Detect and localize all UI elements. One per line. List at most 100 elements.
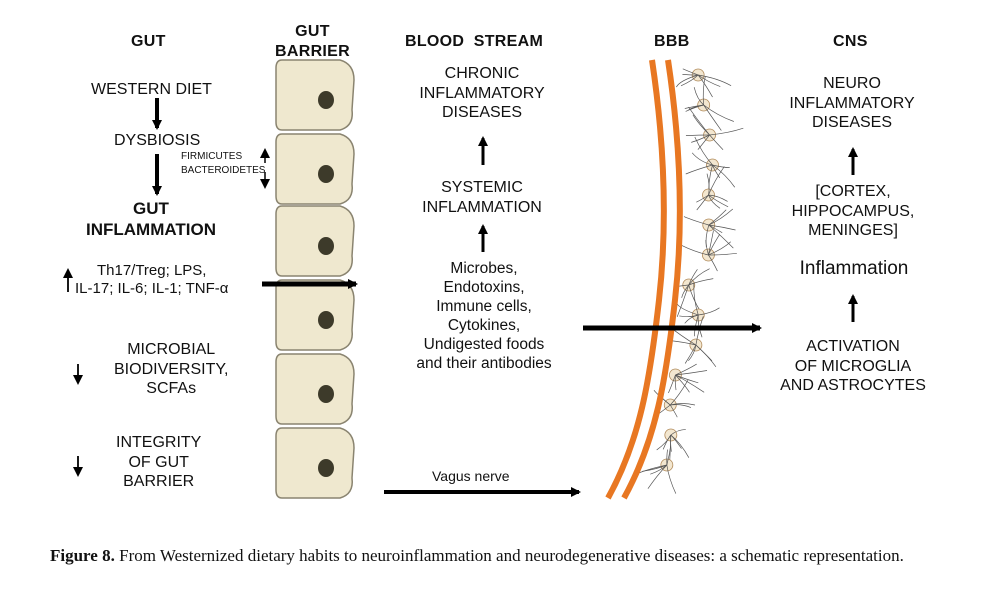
cell-nucleus: [318, 311, 334, 329]
bbb-membrane-right: [621, 59, 683, 500]
inflammation-label: Inflammation: [799, 258, 909, 279]
systemic-inflammation-label: SYSTEMIC INFLAMMATION: [422, 179, 542, 216]
neuron-branch: [684, 314, 699, 324]
neuron-branch: [676, 303, 699, 316]
neuron-branch: [708, 241, 732, 256]
neuron-branch: [708, 234, 721, 256]
neuron-branch: [688, 106, 710, 136]
neuron-branch: [695, 316, 704, 346]
neuron-branch: [670, 434, 682, 449]
neuron-branch: [685, 134, 710, 136]
neuron-branch: [708, 208, 734, 226]
neuron-branch: [708, 194, 721, 209]
neuron-branch: [681, 245, 709, 256]
inflammatory-markers-label: Th17/Treg; LPS, IL-17; IL-6; IL-1; TNF-α: [75, 262, 229, 298]
neuron-branch: [708, 254, 718, 272]
neuron-branch: [670, 379, 689, 406]
neuron-branch: [709, 127, 744, 136]
neuron-branch: [675, 374, 699, 384]
neuron-branch: [670, 404, 692, 408]
neuron-branch: [696, 194, 709, 203]
neuron-branch: [697, 134, 710, 150]
bacteroidetes-label: BACTEROIDETES: [181, 165, 266, 176]
neuron-branch: [708, 224, 736, 231]
neuron-branch: [696, 194, 709, 211]
cell-nucleus: [318, 385, 334, 403]
neuron-branch: [708, 166, 725, 196]
neuron-branch: [695, 344, 713, 362]
neuron-branch: [702, 76, 706, 106]
neuron-branch: [676, 74, 699, 88]
neuron-branch: [650, 464, 668, 475]
cell-nucleus: [318, 91, 334, 109]
cell-nucleus: [318, 237, 334, 255]
neuron-branch: [675, 363, 697, 376]
neuron-branch: [708, 194, 729, 208]
neuron-branch: [708, 224, 734, 249]
neuron-branch: [693, 87, 704, 106]
bbb-neural-network: [638, 68, 744, 494]
neuron-branch: [691, 134, 710, 143]
figure-caption-text: From Westernized dietary habits to neuro…: [114, 546, 904, 565]
neuron-branch: [662, 434, 672, 450]
neuron-branch: [703, 104, 722, 131]
epithelial-cell: [275, 59, 355, 131]
neuron-branch: [697, 74, 713, 98]
neuron-branch: [694, 136, 713, 166]
vagus-nerve-label: Vagus nerve: [432, 468, 510, 484]
neuron-branch: [697, 74, 721, 87]
neuron-branch: [668, 374, 676, 394]
neuron-branch: [688, 268, 710, 286]
neuron-branch: [698, 307, 720, 316]
cell-nucleus: [318, 165, 334, 183]
cell-nucleus: [318, 459, 334, 477]
neuron-branch: [708, 194, 728, 202]
neuron-branch: [666, 464, 677, 494]
neuron-branch: [693, 282, 699, 316]
neuron-branch: [682, 68, 699, 76]
epithelial-cell: [275, 133, 355, 205]
neuron-branch: [688, 269, 698, 286]
neuron-branch: [670, 429, 686, 436]
gut-inflammation-label: GUT INFLAMMATION: [86, 199, 216, 239]
neuro-inflammatory-label: NEURO INFLAMMATORY DISEASES: [789, 75, 915, 132]
bbb-membrane-left: [605, 59, 667, 500]
neuron-branch: [688, 344, 697, 362]
gut-barrier-cells: [275, 59, 355, 499]
neuron-branch: [708, 230, 714, 256]
neuron-branch: [709, 134, 724, 150]
epithelial-cell: [275, 427, 355, 499]
chronic-diseases-label: CHRONIC INFLAMMATORY DISEASES: [419, 65, 545, 122]
neuron-branch: [703, 104, 734, 122]
gut-barrier-integrity-label: INTEGRITY OF GUT BARRIER: [116, 434, 202, 491]
neuron-branch: [692, 114, 710, 136]
neuron-branch: [688, 104, 704, 111]
neuron-branch: [708, 209, 727, 226]
microglia-activation-label: ACTIVATION OF MICROGLIA AND ASTROCYTES: [780, 338, 926, 395]
neuron-branch: [666, 449, 668, 466]
neuron-branch: [712, 164, 736, 188]
microbes-list-label: Microbes, Endotoxins, Immune cells, Cyto…: [416, 260, 552, 372]
neuron-branch: [684, 344, 697, 364]
epithelial-cell: [275, 205, 355, 277]
header-bbb: BBB: [654, 33, 690, 50]
neuron-branch: [675, 370, 708, 376]
neuron-branch: [685, 164, 713, 175]
neuron-branch: [676, 284, 690, 318]
brain-regions-label: [CORTEX, HIPPOCAMPUS, MENINGES]: [791, 183, 915, 240]
header-blood-stream: BLOOD STREAM: [405, 33, 544, 50]
neuron-branch: [683, 216, 709, 226]
western-diet-label: WESTERN DIET: [91, 81, 212, 98]
figure-caption: Figure 8. From Westernized dietary habit…: [50, 543, 950, 569]
neuron-branch: [712, 164, 721, 179]
neuron-branch: [680, 74, 699, 87]
neuron-branch: [691, 152, 713, 166]
neuron-branch: [666, 445, 672, 466]
neuron-branch: [705, 240, 709, 256]
firmicutes-label: FIRMICUTES: [181, 151, 243, 162]
header-gut: GUT: [131, 33, 166, 50]
neuron-branch: [638, 464, 667, 474]
neuron-branch: [698, 74, 732, 87]
neuron-branch: [708, 252, 737, 256]
